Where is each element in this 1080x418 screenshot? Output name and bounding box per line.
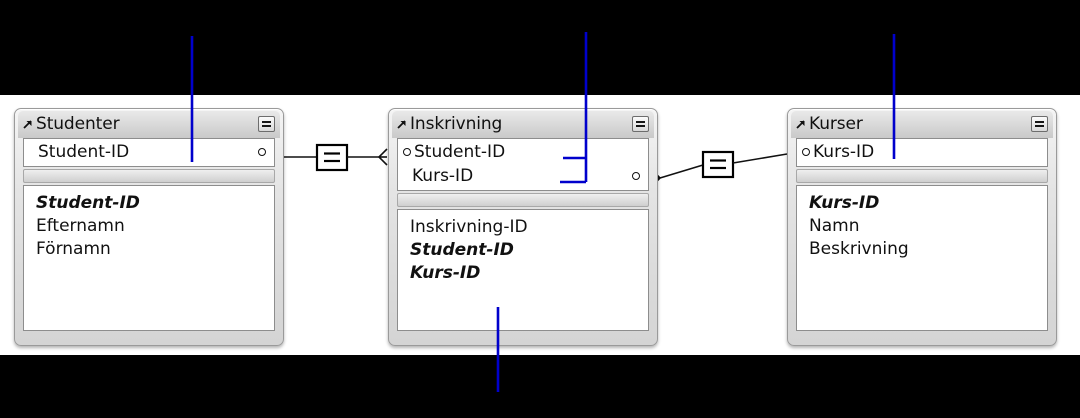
field-row[interactable]: Beskrivning — [809, 239, 909, 259]
arrow-up-right-icon — [796, 119, 805, 129]
field-row[interactable]: Kurs-ID — [410, 263, 481, 283]
key-field-row[interactable]: Student-ID — [24, 140, 274, 164]
table-field-list-studenter[interactable]: Student-ID Efternamn Förnamn — [23, 185, 275, 331]
table-panel-divider — [23, 169, 275, 183]
table-title-label: Kurser — [809, 114, 863, 134]
key-field-label: Kurs-ID — [813, 141, 875, 162]
relationship-anchor-left-icon — [802, 148, 810, 156]
table-title-label: Inskrivning — [410, 114, 503, 134]
field-row[interactable]: Efternamn — [36, 216, 125, 236]
field-row[interactable]: Student-ID — [36, 193, 140, 213]
table-keyfield-panel-studenter[interactable]: Student-ID — [23, 138, 275, 167]
relationship-connector-inskrivning-kurser[interactable] — [651, 145, 790, 195]
annotation-line-inskrivning-fields — [496, 307, 500, 392]
table-panel-divider — [796, 169, 1048, 183]
relationship-connector-studenter-inskrivning[interactable] — [275, 140, 388, 185]
field-row[interactable]: Förnamn — [36, 239, 111, 259]
field-row[interactable]: Student-ID — [410, 240, 514, 260]
relationship-anchor-left-icon — [403, 148, 411, 156]
table-panel-divider — [397, 193, 649, 207]
list-menu-icon[interactable] — [1031, 116, 1048, 132]
key-field-row[interactable]: Kurs-ID — [398, 164, 648, 188]
list-menu-icon[interactable] — [258, 116, 275, 132]
table-title-bar-inskrivning[interactable]: Inskrivning — [392, 111, 654, 138]
table-box-studenter[interactable]: Studenter Student-ID Student-ID Efternam… — [14, 108, 284, 346]
relationship-anchor-right-icon — [258, 148, 266, 156]
key-field-row[interactable]: Student-ID — [398, 140, 648, 164]
annotation-line-kurser-key — [892, 34, 896, 159]
arrow-up-right-icon — [23, 119, 32, 129]
table-title-bar-studenter[interactable]: Studenter — [18, 111, 280, 138]
table-title-bar-kurser[interactable]: Kurser — [791, 111, 1053, 138]
table-box-kurser[interactable]: Kurser Kurs-ID Kurs-ID Namn Beskrivning — [787, 108, 1057, 346]
table-box-inskrivning[interactable]: Inskrivning Student-ID Kurs-ID Inskrivni… — [388, 108, 658, 346]
field-row[interactable]: Inskrivning-ID — [410, 217, 528, 237]
key-field-label: Student-ID — [38, 141, 130, 162]
annotation-line-studenter-key — [190, 36, 194, 162]
table-title-label: Studenter — [36, 114, 120, 134]
table-field-list-kurser[interactable]: Kurs-ID Namn Beskrivning — [796, 185, 1048, 331]
field-row[interactable]: Kurs-ID — [809, 193, 880, 213]
key-field-row[interactable]: Kurs-ID — [797, 140, 1047, 164]
table-field-list-inskrivning[interactable]: Inskrivning-ID Student-ID Kurs-ID — [397, 209, 649, 331]
annotation-line-inskrivning-keys — [560, 32, 588, 184]
relationship-anchor-right-icon — [632, 172, 640, 180]
list-menu-icon[interactable] — [632, 116, 649, 132]
table-keyfield-panel-kurser[interactable]: Kurs-ID — [796, 138, 1048, 167]
table-keyfield-panel-inskrivning[interactable]: Student-ID Kurs-ID — [397, 138, 649, 191]
key-field-label: Kurs-ID — [412, 165, 474, 186]
key-field-label: Student-ID — [414, 141, 506, 162]
field-row[interactable]: Namn — [809, 216, 860, 236]
arrow-up-right-icon — [397, 119, 406, 129]
